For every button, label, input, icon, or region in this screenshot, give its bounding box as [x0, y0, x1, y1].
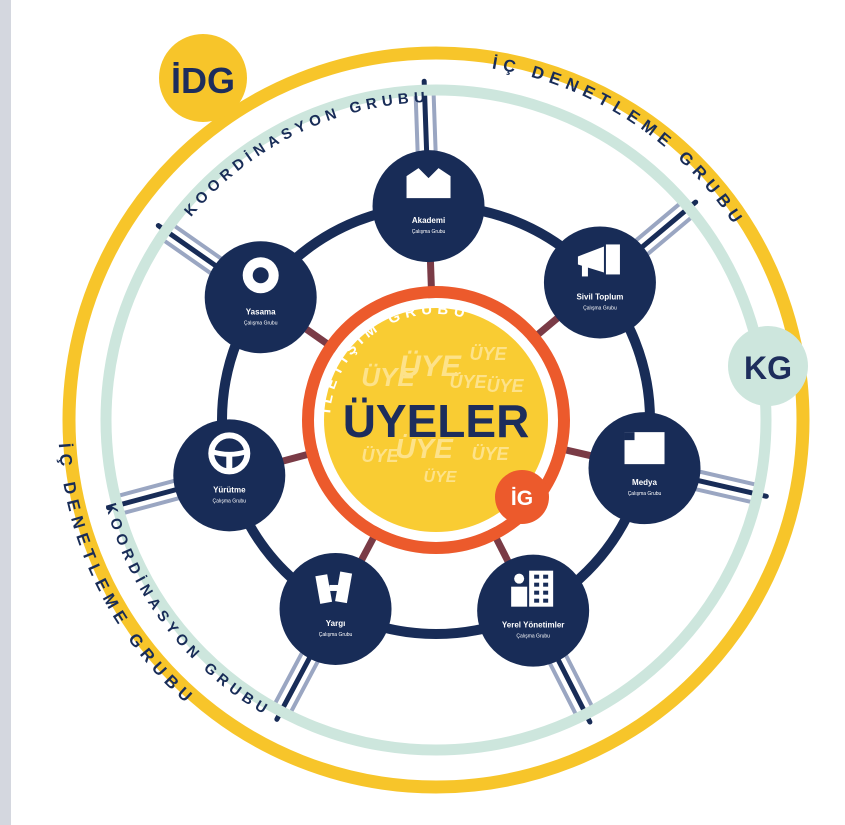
watermark-word: ÜYE [471, 444, 509, 464]
node-circle [543, 226, 656, 339]
ig-badge: İG [495, 470, 549, 524]
node-subtitle: Çalışma Grubu [516, 634, 550, 640]
node-subtitle: Çalışma Grubu [628, 491, 662, 497]
watermark-word: ÜYE [395, 433, 454, 464]
node-subtitle: Çalışma Grubu [583, 305, 617, 311]
node-circle [173, 419, 286, 532]
steering-wheel-icon [208, 432, 251, 475]
watermark-word: ÜYE [424, 467, 458, 486]
node-subtitle: Çalışma Grubu [319, 632, 353, 638]
node-circle [588, 412, 701, 525]
left-edge-strip [0, 0, 11, 825]
node-subtitle: Çalışma Grubu [212, 498, 246, 504]
city-icon [511, 570, 554, 607]
megaphone-icon [577, 244, 620, 277]
building-icon [406, 168, 451, 199]
node-title: Sivil Toplum [576, 292, 623, 301]
node-circle [477, 554, 590, 667]
node-subtitle: Çalışma Grubu [412, 229, 446, 235]
idg-badge-label: İDG [171, 60, 235, 101]
node-title: Medya [632, 478, 657, 487]
watermark-word: ÜYE [449, 372, 487, 392]
node-subtitle: Çalışma Grubu [244, 320, 278, 326]
node-title: Yerel Yönetimler [502, 621, 565, 630]
watermark-word: ÜYE [361, 446, 399, 466]
node-title: Yargı [326, 619, 346, 628]
node-circle [204, 241, 317, 354]
watermark-word: ÜYE [486, 376, 524, 396]
communication-ring [302, 286, 570, 554]
ig-badge-label: İG [511, 487, 533, 510]
center-circle [324, 308, 548, 532]
watermark-word: ÜYE [469, 344, 507, 364]
kg-badge-label: KG [744, 350, 792, 386]
middle-ring [100, 84, 772, 756]
parliament-icon [242, 257, 279, 294]
watermark-word: ÜYE [361, 362, 415, 392]
center-title: ÜYELER [343, 395, 530, 447]
node-title: Yürütme [213, 485, 246, 494]
node-circle [279, 552, 392, 665]
watermark-word: ÜYE [399, 350, 462, 383]
node-circle [372, 150, 485, 263]
outer-ring [62, 46, 810, 794]
node-title: Yasama [246, 307, 276, 316]
gavel-icon [315, 571, 353, 604]
kg-badge: KG [728, 326, 808, 406]
idg-badge: İDG [159, 34, 247, 122]
node-title: Akademi [412, 216, 445, 225]
newspaper-icon [624, 432, 665, 465]
